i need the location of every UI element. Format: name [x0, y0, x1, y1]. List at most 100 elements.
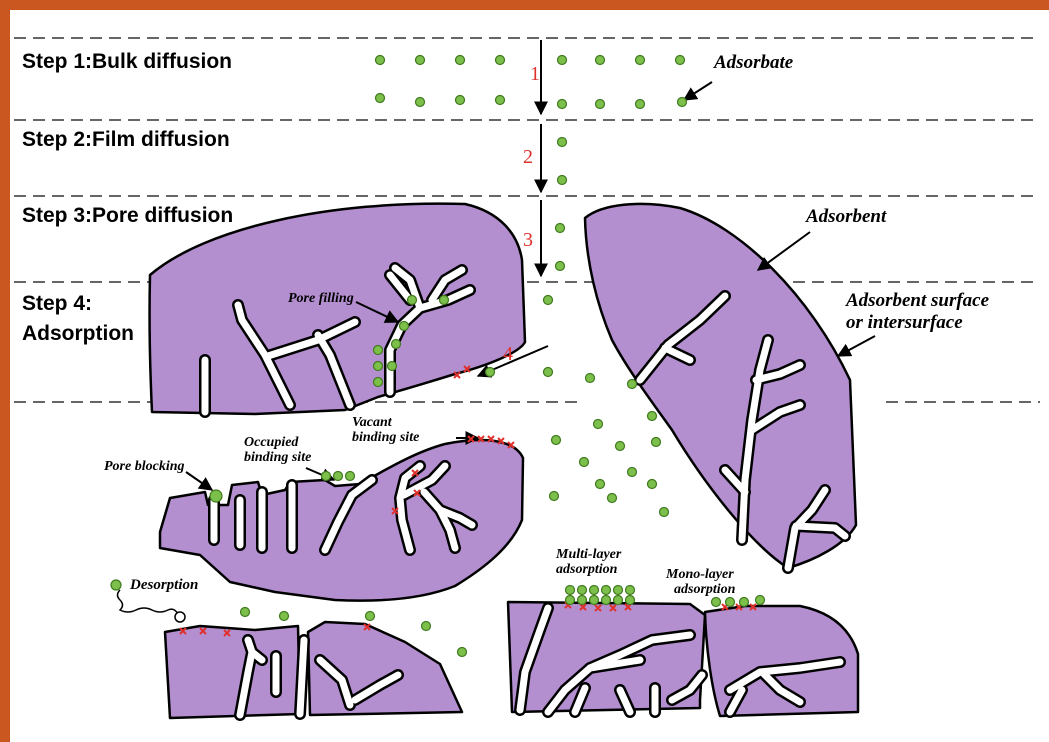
arrow-pore-blocking — [186, 472, 212, 490]
adsorbate-particle — [590, 586, 599, 595]
adsorbate-particle — [756, 596, 765, 605]
adsorbate-particle — [544, 368, 553, 377]
adsorbate-particle — [608, 494, 617, 503]
adsorbate-particle — [596, 56, 605, 65]
step-number-4: 4 — [503, 343, 513, 365]
adsorbate-particle — [590, 596, 599, 605]
adsorbate-particle — [566, 596, 575, 605]
adsorbate-particle — [366, 612, 375, 621]
adsorbate-particle — [486, 368, 495, 377]
step2-label: Step 2:Film diffusion — [22, 128, 230, 151]
occupied-site-label-line2: binding site — [244, 450, 311, 465]
adsorbate-particle — [712, 598, 721, 607]
adsorbate-particle — [210, 490, 222, 502]
adsorbate-particle — [726, 598, 735, 607]
adsorbate-particle — [374, 346, 383, 355]
mono-layer-label-line2: adsorption — [674, 582, 736, 597]
adsorbate-particle — [558, 56, 567, 65]
desorption-wave — [118, 590, 179, 614]
step-number-1: 1 — [530, 63, 540, 85]
adsorbate-particle — [596, 480, 605, 489]
multi-layer-label-line1: Multi-layer — [555, 547, 622, 562]
adsorbate-particle — [544, 296, 553, 305]
adsorbate-particle — [558, 176, 567, 185]
adsorbate-particle — [626, 586, 635, 595]
adsorbate-particle — [616, 442, 625, 451]
adsorbate-particle — [552, 436, 561, 445]
step-number-2: 2 — [523, 146, 533, 168]
adsorbent-surface-label-line2: or intersurface — [846, 312, 963, 333]
adsorbate-particle — [596, 100, 605, 109]
adsorbate-particle — [558, 138, 567, 147]
adsorbate-particle — [322, 472, 331, 481]
mono-layer-label-line1: Mono-layer — [665, 567, 734, 582]
adsorbate-particle — [636, 56, 645, 65]
step3-label: Step 3:Pore diffusion — [22, 204, 233, 227]
adsorbate-particle — [400, 322, 409, 331]
occupied-site-label-line1: Occupied — [244, 435, 299, 450]
adsorbate-particle — [614, 596, 623, 605]
adsorbate-particle — [376, 56, 385, 65]
adsorbate-particle — [408, 296, 417, 305]
adsorbate-particle — [626, 596, 635, 605]
adsorbate-particle — [558, 100, 567, 109]
adsorbate-particle — [580, 458, 589, 467]
adsorbate-particle — [346, 472, 355, 481]
adsorbate-particle — [111, 580, 121, 590]
arrow-adsorbent — [758, 232, 810, 270]
adsorbate-particle — [578, 586, 587, 595]
multi-layer-label-line2: adsorption — [556, 562, 618, 577]
adsorbate-particle — [676, 56, 685, 65]
vacant-site-label-line2: binding site — [352, 430, 419, 445]
arrow-adsorbate — [684, 82, 712, 100]
step4-label-line2: Adsorption — [22, 322, 134, 345]
adsorbate-particle — [566, 586, 575, 595]
adsorbate-particle — [334, 472, 343, 481]
adsorbate-particle — [636, 100, 645, 109]
adsorbate-particle — [740, 598, 749, 607]
desorption-label: Desorption — [129, 577, 198, 593]
adsorbate-particle — [422, 622, 431, 631]
adsorbate-particle — [416, 98, 425, 107]
adsorbate-particle — [456, 56, 465, 65]
adsorbate-particle — [602, 586, 611, 595]
vacant-site-label-line1: Vacant — [352, 415, 393, 430]
adsorbate-particle — [556, 262, 565, 271]
step-number-3: 3 — [523, 229, 533, 251]
adsorbate-particle — [578, 596, 587, 605]
adsorbate-particle — [652, 438, 661, 447]
adsorbate-particle — [440, 296, 449, 305]
adsorbate-particle — [628, 380, 637, 389]
arrow-surface — [838, 336, 875, 356]
pore-filling-label: Pore filling — [288, 291, 354, 306]
adsorbate-particle — [374, 378, 383, 387]
adsorbate-particle — [376, 94, 385, 103]
adsorbent-label: Adsorbent — [805, 206, 887, 227]
adsorbate-particle — [594, 420, 603, 429]
adsorbent-surface-label-line1: Adsorbent surface — [845, 290, 990, 311]
adsorbate-particle — [550, 492, 559, 501]
desorbed-site-icon — [175, 612, 185, 622]
adsorbate-particle — [496, 56, 505, 65]
adsorbate-particle — [614, 586, 623, 595]
adsorbate-particle — [586, 374, 595, 383]
adsorbate-particle — [660, 508, 669, 517]
adsorbate-particle — [280, 612, 289, 621]
adsorbate-particle — [241, 608, 250, 617]
adsorbate-particle — [388, 362, 397, 371]
adsorbate-particle — [456, 96, 465, 105]
adsorbate-label: Adsorbate — [713, 52, 794, 73]
step4-label-line1: Step 4: — [22, 292, 92, 315]
step1-label: Step 1:Bulk diffusion — [22, 50, 232, 73]
adsorbate-particle — [392, 340, 401, 349]
adsorbate-particle — [628, 468, 637, 477]
adsorbate-particle — [602, 596, 611, 605]
adsorbate-particle — [556, 224, 565, 233]
adsorbate-particle — [648, 412, 657, 421]
adsorbate-particle — [678, 98, 687, 107]
adsorbate-particle — [496, 96, 505, 105]
pore-blocking-label: Pore blocking — [104, 459, 185, 474]
adsorbate-particle — [416, 56, 425, 65]
adsorbate-particle — [458, 648, 467, 657]
